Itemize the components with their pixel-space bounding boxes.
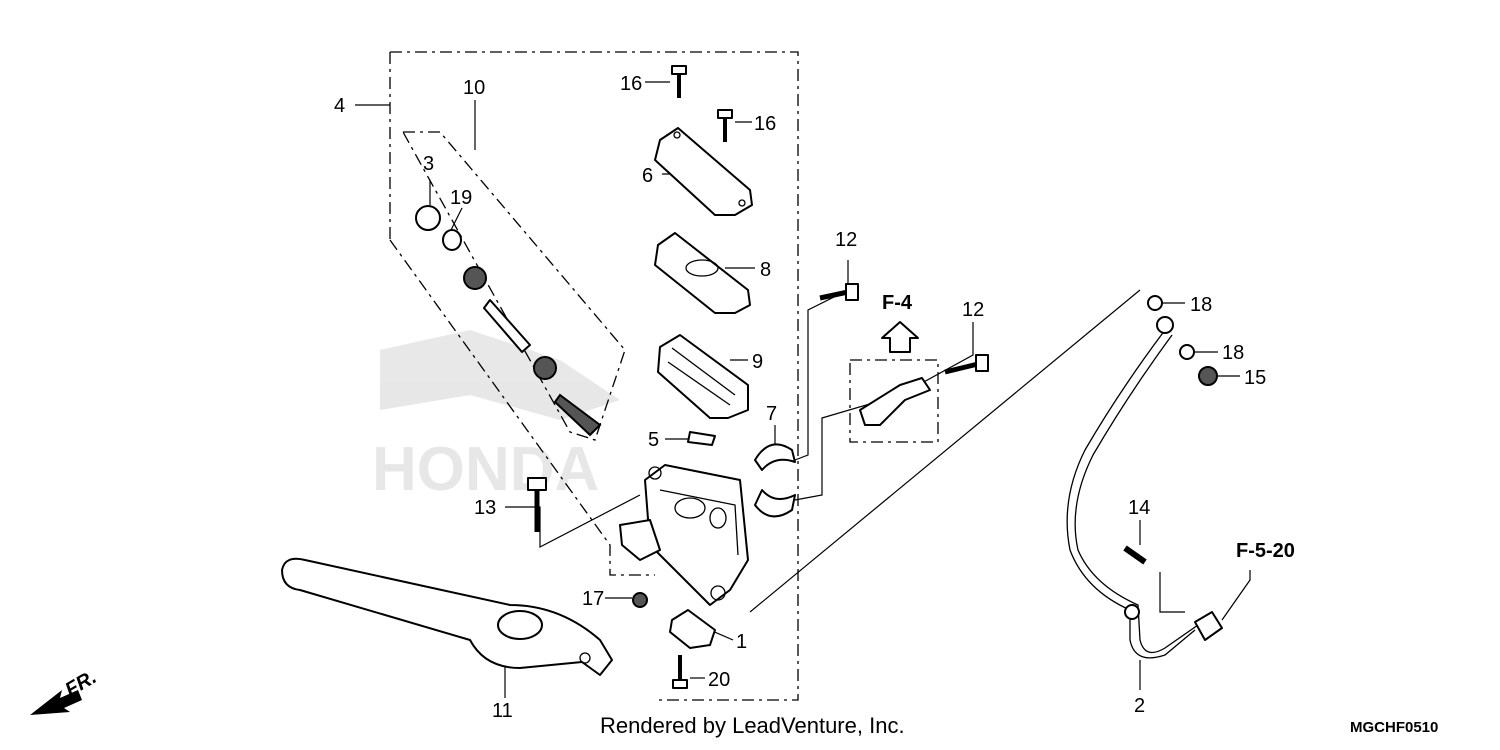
holder-part <box>754 443 796 518</box>
reference-f4: F-4 <box>882 292 913 314</box>
bolt-14-part <box>1123 545 1147 565</box>
diaphragm-part <box>657 334 749 419</box>
screw-16b-part <box>717 109 733 142</box>
diaphragm-plate-part <box>654 232 751 314</box>
callout-11: 11 <box>492 700 513 722</box>
callout-1: 1 <box>736 631 747 653</box>
nut-17-part <box>632 592 648 608</box>
f4-reference-group <box>849 321 939 443</box>
callout-18b: 18 <box>1222 342 1244 364</box>
callout-6: 6 <box>642 165 653 187</box>
callout-18a: 18 <box>1190 294 1212 316</box>
brake-lever-part <box>281 557 613 676</box>
callout-17: 17 <box>582 588 604 610</box>
callout-16a: 16 <box>620 73 642 95</box>
callout-3: 3 <box>423 153 434 175</box>
washer-18a-part <box>1147 295 1163 311</box>
up-arrow-icon <box>881 321 919 353</box>
bolt-12a-part <box>819 283 859 301</box>
callouts: 4 10 3 19 16 16 6 8 9 5 7 12 12 13 17 1 … <box>334 73 1266 722</box>
screw-16a-part <box>671 65 687 98</box>
pivot-bolt-13-part <box>527 477 547 532</box>
washer-18b-part <box>1179 344 1195 360</box>
bolt-12b-part <box>944 354 989 375</box>
callout-13: 13 <box>474 497 496 519</box>
master-cylinder-body-part <box>619 464 749 606</box>
callout-7: 7 <box>766 403 777 425</box>
reservoir-cover-part <box>654 127 753 216</box>
callout-2: 2 <box>1134 695 1145 717</box>
callout-12b: 12 <box>962 299 984 321</box>
oil-bolt-15-part <box>1198 366 1218 386</box>
callout-4: 4 <box>334 95 345 117</box>
brake-hose-part <box>1066 316 1223 659</box>
callout-20: 20 <box>708 669 730 691</box>
stop-switch-part <box>669 609 716 649</box>
diagram-code: MGCHF0510 <box>1350 719 1438 736</box>
callout-9: 9 <box>752 351 763 373</box>
watermark-text: HONDA <box>372 435 599 504</box>
assembly-outline <box>389 51 799 701</box>
front-direction-arrow-icon: FR. <box>30 666 100 715</box>
callout-19: 19 <box>450 187 472 209</box>
kit-outline <box>401 131 626 441</box>
callout-8: 8 <box>760 259 771 281</box>
callout-16b: 16 <box>754 113 776 135</box>
callout-15: 15 <box>1244 367 1266 389</box>
callout-5: 5 <box>648 429 659 451</box>
callout-10: 10 <box>463 77 485 99</box>
callout-14: 14 <box>1128 497 1150 519</box>
callout-12a: 12 <box>835 229 857 251</box>
clip-5-part <box>687 431 716 446</box>
reference-f5-20: F-5-20 <box>1236 540 1295 562</box>
piston-kit-parts <box>415 205 602 437</box>
credit-text: Rendered by LeadVenture, Inc. <box>600 713 905 738</box>
screw-20-part <box>672 655 688 689</box>
